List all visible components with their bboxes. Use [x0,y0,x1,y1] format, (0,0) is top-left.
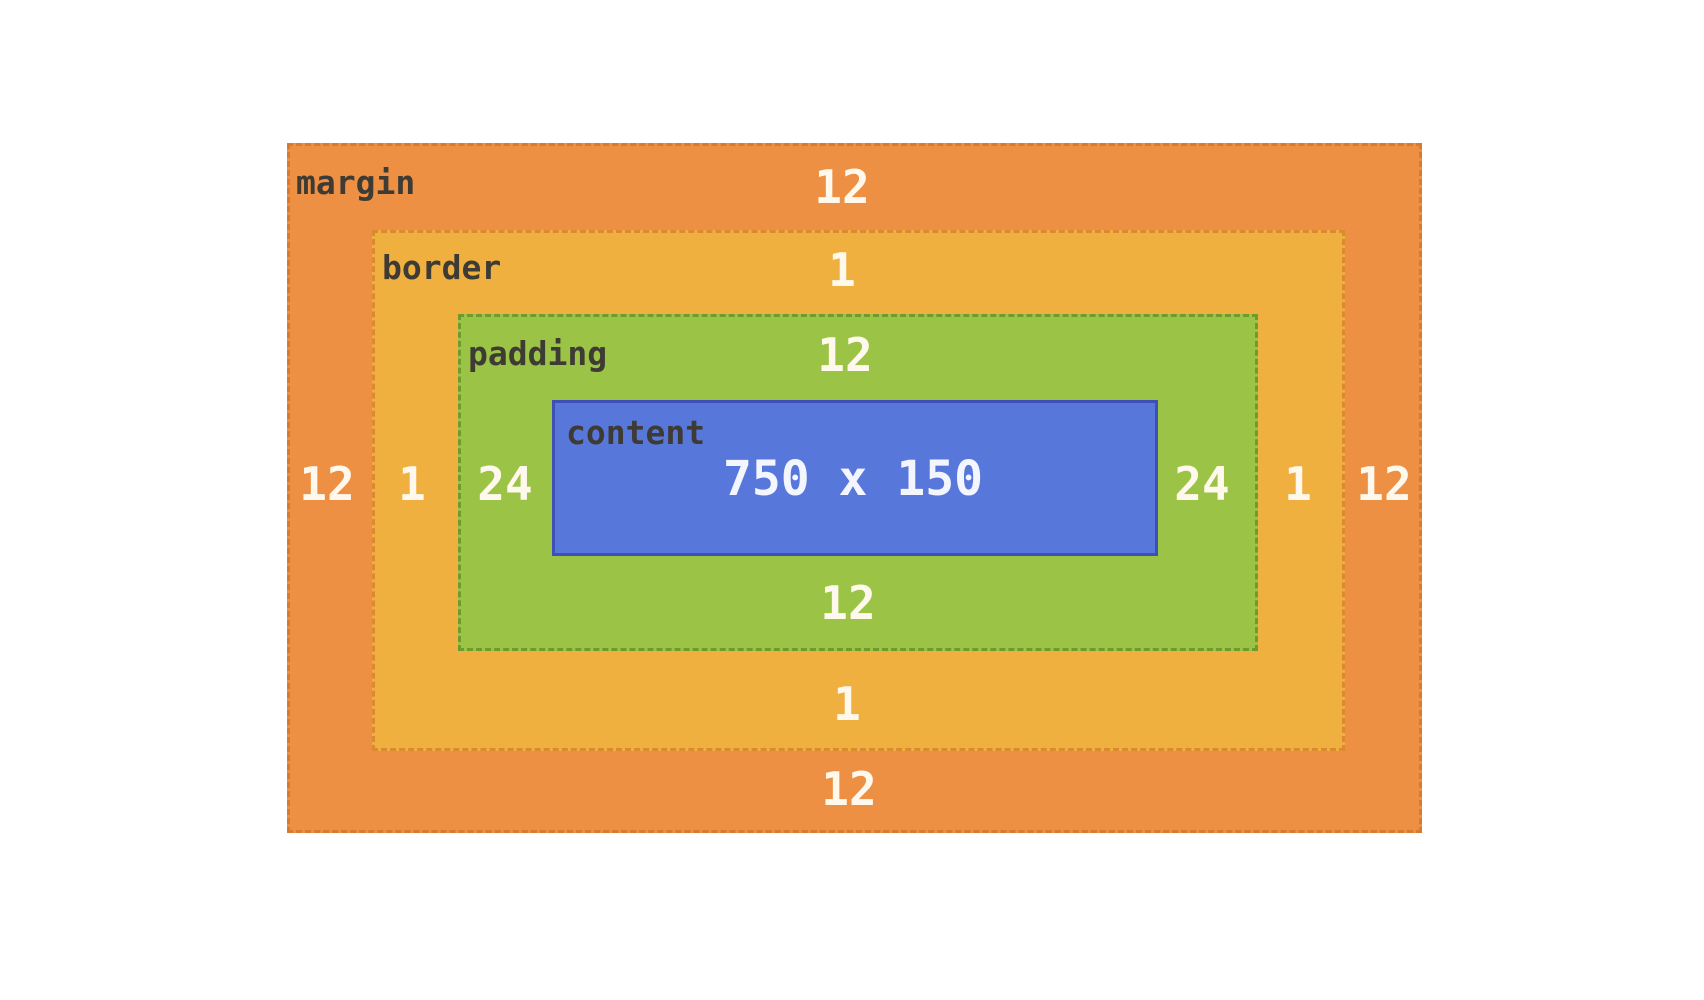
border-right-value: 1 [1284,457,1312,511]
margin-label: margin [296,163,416,202]
margin-right-value: 12 [1356,457,1412,511]
border-top-value: 1 [828,243,856,297]
padding-right-value: 24 [1174,457,1230,511]
padding-top-value: 12 [817,328,873,382]
margin-bottom-value: 12 [821,762,877,816]
content-size-value: 750 x 150 [722,451,984,507]
border-bottom-value: 1 [833,677,861,731]
content-box [552,400,1158,556]
padding-left-value: 24 [477,457,533,511]
content-label: content [566,413,706,452]
border-left-value: 1 [398,457,426,511]
padding-label: padding [468,334,608,373]
padding-bottom-value: 12 [820,576,876,630]
margin-top-value: 12 [814,160,870,214]
margin-left-value: 12 [299,457,355,511]
border-label: border [382,248,502,287]
